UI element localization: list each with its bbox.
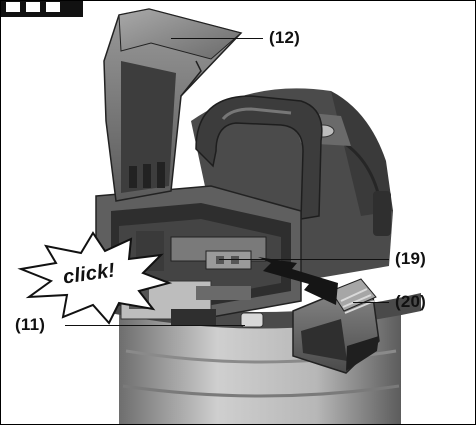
callout-20: (20)	[395, 292, 427, 311]
leader-line-19	[219, 259, 389, 261]
click-burst-icon	[17, 231, 173, 325]
step-indicator-tab	[1, 1, 83, 17]
leader-line-12	[171, 38, 263, 40]
callout-12: (12)	[269, 28, 301, 47]
callout-19: (19)	[395, 249, 427, 268]
callout-11: (11)	[15, 315, 46, 334]
carry-handle	[195, 95, 323, 220]
leader-line-11	[65, 325, 245, 327]
leader-line-20	[353, 302, 389, 304]
battery-lid-open	[103, 8, 243, 202]
push-arrow-icon	[258, 257, 338, 305]
battery-pack	[292, 278, 380, 374]
